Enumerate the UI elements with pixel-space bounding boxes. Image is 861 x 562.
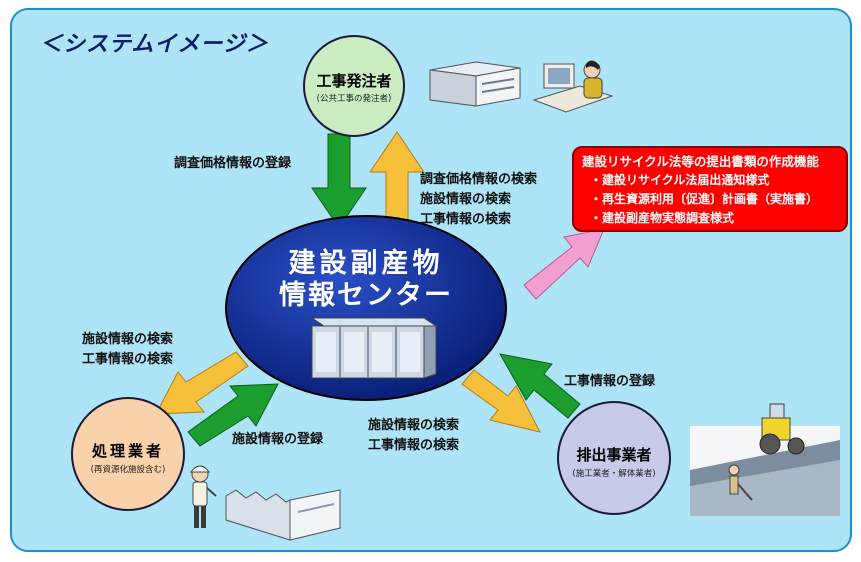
diagram-title: ＜システムイメージ＞ (40, 32, 269, 57)
label-emitter-register: 工事情報の登録 (564, 374, 656, 389)
feature-box: 建設リサイクル法等の提出書類の作成機能 ・建設リサイクル法届出通知様式 ・再生資… (572, 146, 848, 232)
arrow-emitter-to-center (499, 353, 581, 419)
arrow-center-to-emitter (461, 369, 541, 433)
label-processor-search-group: 施設情報の検索 工事情報の検索 (82, 330, 173, 370)
label-orderer-search-group: 調査価格情報の検索 施設情報の検索 工事情報の検索 (420, 170, 537, 230)
node-emitter: 排出事業者 (施工業者・解体業者) (557, 401, 671, 515)
label-emitter-search-group: 施設情報の検索 工事情報の検索 (368, 416, 459, 456)
node-emitter-subtitle: (施工業者・解体業者) (572, 468, 655, 479)
node-orderer: 工事発注者 (公共工事の発注者) (303, 35, 405, 137)
arrow-center-to-orderer (369, 131, 425, 227)
label-processor-search-1: 施設情報の検索 (82, 332, 174, 347)
hardhat-worker-icon (189, 465, 217, 528)
node-orderer-subtitle: (公共工事の発注者) (317, 93, 392, 104)
label-orderer-search-1: 調査価格情報の検索 (420, 172, 538, 187)
arrow-processor-to-center (187, 383, 279, 447)
node-info-center: 建設副産物 情報センター (225, 215, 507, 401)
feature-box-item-3: ・建設副産物実態調査様式 (590, 211, 735, 225)
node-processor-title: 処理業者 (91, 442, 164, 460)
label-orderer-register: 調査価格情報の登録 (174, 156, 292, 171)
feature-box-item-2: ・再生資源利用〔促進〕計画書（実施書） (590, 192, 819, 206)
office-building-icon (429, 61, 521, 107)
feature-box-title: 建設リサイクル法等の提出書類の作成機能 (582, 154, 819, 169)
server-cabinet-icon (310, 317, 438, 379)
label-emitter-search-2: 工事情報の検索 (368, 438, 460, 453)
node-processor-subtitle: (再資源化施設含む) (91, 464, 166, 475)
arrow-center-to-feature-box (523, 228, 605, 300)
computer-worker-icon (532, 60, 614, 113)
label-orderer-search-2: 施設情報の検索 (420, 192, 512, 207)
center-title-line2: 情報センター (279, 280, 453, 311)
node-emitter-title: 排出事業者 (576, 446, 651, 464)
center-title-line1: 建設副産物 (289, 247, 444, 279)
feature-box-item-1: ・建設リサイクル法届出通知様式 (590, 173, 770, 187)
node-orderer-title: 工事発注者 (316, 72, 391, 90)
road-roller-icon (690, 403, 840, 516)
label-processor-register: 施設情報の登録 (232, 432, 324, 447)
label-orderer-search-3: 工事情報の検索 (420, 212, 512, 227)
arrow-orderer-to-center (311, 133, 367, 229)
label-processor-search-2: 工事情報の検索 (82, 352, 174, 367)
node-processor: 処理業者 (再資源化施設含む) (71, 397, 185, 511)
label-emitter-search-1: 施設情報の検索 (368, 418, 460, 433)
arrow-center-to-processor (155, 351, 249, 415)
factory-building-icon (225, 489, 342, 541)
